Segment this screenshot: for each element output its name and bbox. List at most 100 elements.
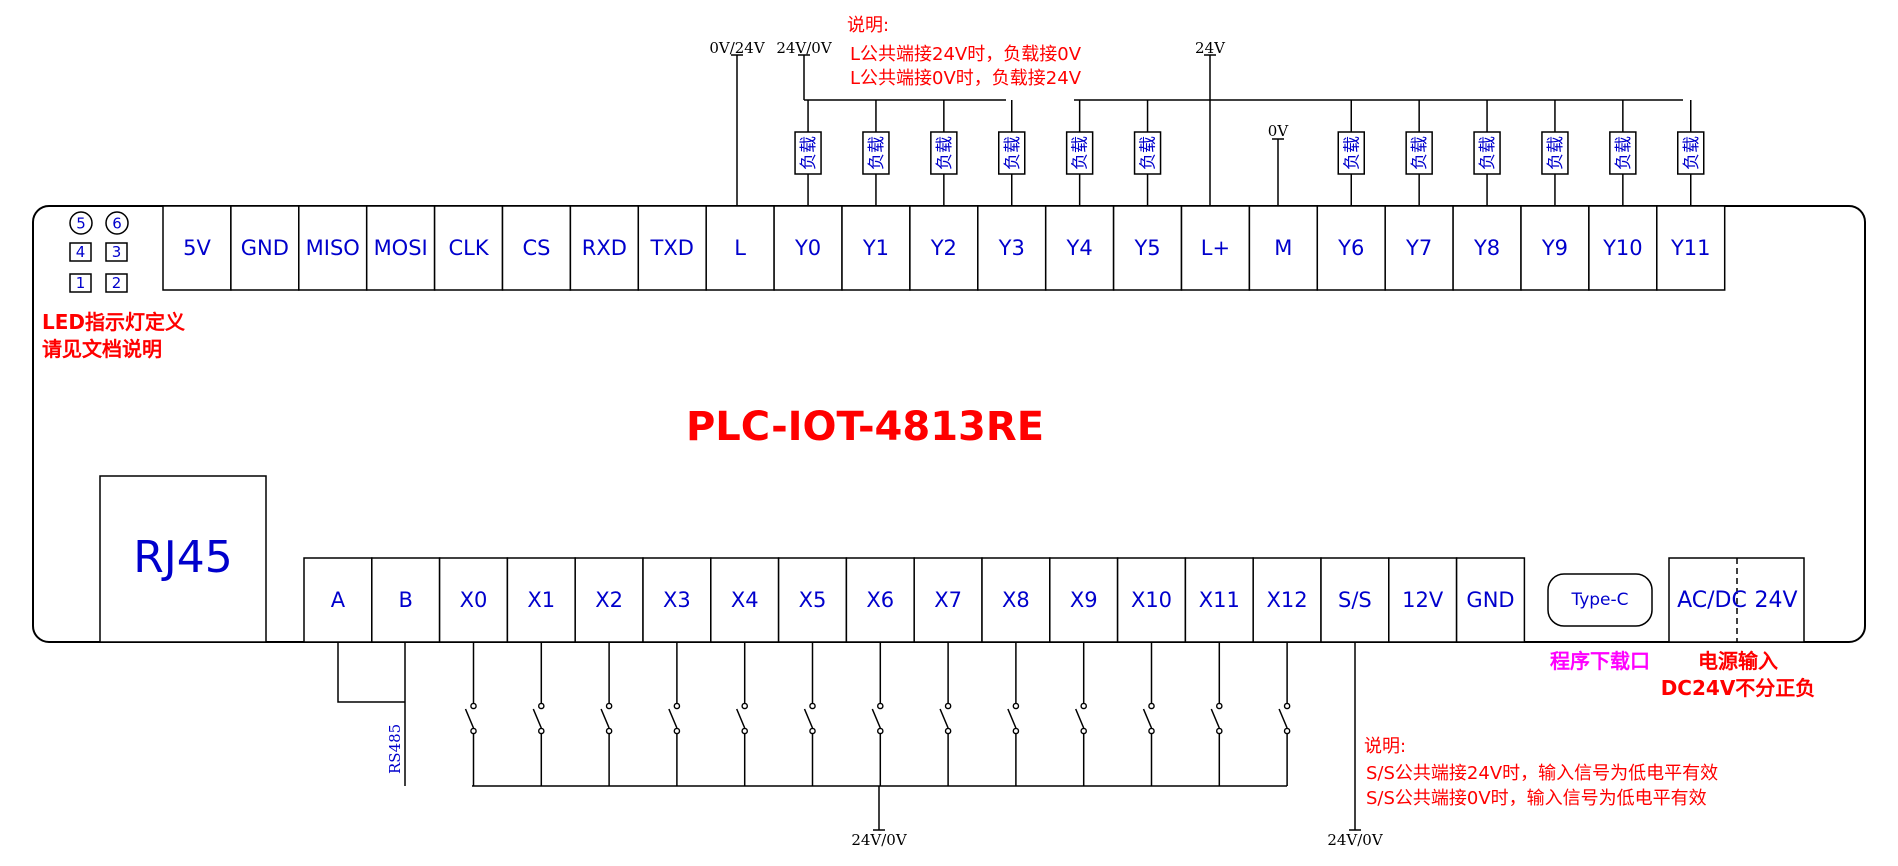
- top-terminal-y3: [977, 205, 1047, 291]
- led-6-circle: [105, 211, 129, 235]
- load-label-y0: 负载: [799, 136, 819, 170]
- switch-contact-bottom-x2: [605, 727, 613, 735]
- top-terminal-y5: [1112, 205, 1183, 291]
- bottom-terminal-x10: [1116, 557, 1187, 643]
- rs485-wire-a: [337, 642, 405, 703]
- led-4-label: 4: [76, 243, 86, 261]
- bottom-terminal-s-s: [1320, 557, 1390, 643]
- top-terminal-label-y10: Y10: [1602, 236, 1643, 260]
- l-voltage-label: 0V/24V: [709, 39, 766, 57]
- rj45-label: RJ45: [133, 532, 233, 583]
- switch-blade-x0: [464, 708, 475, 729]
- bottom-terminal-label-x3: X3: [663, 588, 691, 612]
- top-terminal-lplus: [1180, 205, 1251, 291]
- top-terminal-label-miso: MISO: [306, 236, 360, 260]
- typec-caption: 程序下载口: [1550, 649, 1650, 673]
- rs485-label: RS485: [386, 724, 404, 774]
- power-terminal-left-label: AC/DC: [1677, 588, 1747, 613]
- bottom-terminal-label-x9: X9: [1070, 588, 1098, 612]
- load-label-y1: 负载: [867, 136, 887, 170]
- top-terminal-label-gnd: GND: [241, 236, 289, 260]
- switch-blade-x2: [600, 708, 610, 729]
- load-box-y0: [794, 131, 822, 175]
- switch-contact-top-x6: [877, 702, 884, 710]
- switch-contact-bottom-x4: [741, 727, 749, 735]
- led-indicators: 5 6 4 3 1 2: [69, 211, 129, 293]
- lplus-voltage-label: 24V: [1195, 39, 1226, 57]
- bottom-terminal-label-b: B: [398, 588, 412, 612]
- led-2-label: 2: [112, 274, 122, 292]
- switch-blade-x10: [1142, 708, 1153, 729]
- switch-contact-top-x8: [1012, 702, 1020, 710]
- switch-contact-top-x2: [605, 702, 613, 710]
- top-note-line-1: 说明:: [847, 15, 889, 36]
- load-label-y4: 负载: [1071, 136, 1091, 170]
- top-terminal-y6: [1316, 205, 1386, 291]
- switch-blade-x1: [532, 708, 542, 729]
- top-terminal-label-y11: Y11: [1670, 236, 1711, 260]
- top-terminal-label-5v: 5V: [183, 236, 211, 260]
- switch-blade-x5: [803, 708, 814, 729]
- switch-contact-bottom-x12: [1283, 727, 1291, 735]
- bottom-terminal-label-x0: X0: [460, 588, 488, 612]
- bottom-terminal-label-x12: X12: [1267, 588, 1308, 612]
- switch-blade-x4: [736, 708, 746, 729]
- led-1-box: [69, 273, 92, 293]
- top-terminal-y10: [1588, 205, 1658, 291]
- top-terminal-l: [705, 205, 775, 291]
- top-terminal-label-y9: Y9: [1541, 236, 1568, 260]
- bottom-terminal-x12: [1252, 557, 1322, 643]
- top-terminal-label-y2: Y2: [930, 236, 957, 260]
- switch-contact-top-x5: [809, 702, 816, 710]
- led-5-circle: [69, 211, 93, 235]
- bottom-terminal-x6: [845, 557, 915, 643]
- bottom-terminal-x9: [1049, 557, 1119, 643]
- power-caption-line-1: 电源输入: [1698, 649, 1778, 673]
- switch-contact-top-x10: [1148, 702, 1155, 710]
- load-label-y9: 负载: [1546, 136, 1566, 170]
- load-label-y3: 负载: [1003, 136, 1023, 170]
- top-terminal-label-mosi: MOSI: [374, 236, 428, 260]
- switch-blade-x11: [1210, 708, 1220, 729]
- top-terminal-rxd: [569, 205, 640, 291]
- bottom-terminal-label-x10: X10: [1131, 588, 1172, 612]
- typec-port[interactable]: [1547, 573, 1653, 627]
- led-6-label: 6: [112, 215, 122, 233]
- top-terminal-label-clk: CLK: [448, 236, 489, 260]
- top-terminal-label-y5: Y5: [1133, 236, 1160, 260]
- load-label-y2: 负载: [935, 136, 955, 170]
- top-terminal-label-m: M: [1274, 236, 1292, 260]
- bottom-terminal-label-x1: X1: [527, 588, 555, 612]
- top-terminal-clk: [433, 205, 504, 291]
- bottom-terminal-label-gnd: GND: [1466, 588, 1514, 612]
- ss-voltage-label: 24V/0V: [1327, 831, 1384, 849]
- led-note-line-2: 请见文档说明: [42, 337, 162, 361]
- switch-contact-bottom-x1: [538, 727, 545, 735]
- top-terminal-label-y1: Y1: [862, 236, 889, 260]
- switch-contact-bottom-x7: [944, 727, 952, 735]
- top-terminal-y11: [1656, 205, 1726, 291]
- switch-contact-bottom-x0: [470, 727, 477, 735]
- bottom-terminal-b: [371, 557, 441, 643]
- top-terminal-label-txd: TXD: [650, 236, 694, 260]
- bottom-terminal-label-x2: X2: [595, 588, 623, 612]
- bottom-terminal-gnd: [1455, 557, 1526, 643]
- bottom-terminal-label-x5: X5: [799, 588, 827, 612]
- load-box-y4: [1065, 131, 1094, 175]
- bottom-terminal-label-x7: X7: [934, 588, 962, 612]
- switch-contact-bottom-x6: [877, 727, 884, 735]
- top-terminal-mosi: [365, 205, 436, 291]
- rj45-port[interactable]: [99, 475, 267, 643]
- top-note-line-3: L公共端接0V时，负载接24V: [850, 68, 1082, 89]
- bottom-terminal-label-x6: X6: [866, 588, 894, 612]
- switch-blade-x8: [1007, 708, 1017, 729]
- load-label-y11: 负载: [1682, 136, 1702, 170]
- top-terminal-miso: [298, 205, 368, 291]
- load-box-y11: [1677, 131, 1705, 175]
- switch-blade-x3: [668, 708, 678, 729]
- m-voltage-label: 0V: [1268, 122, 1290, 140]
- top-terminal-label-y7: Y7: [1405, 236, 1432, 260]
- switch-contact-bottom-x10: [1148, 727, 1155, 735]
